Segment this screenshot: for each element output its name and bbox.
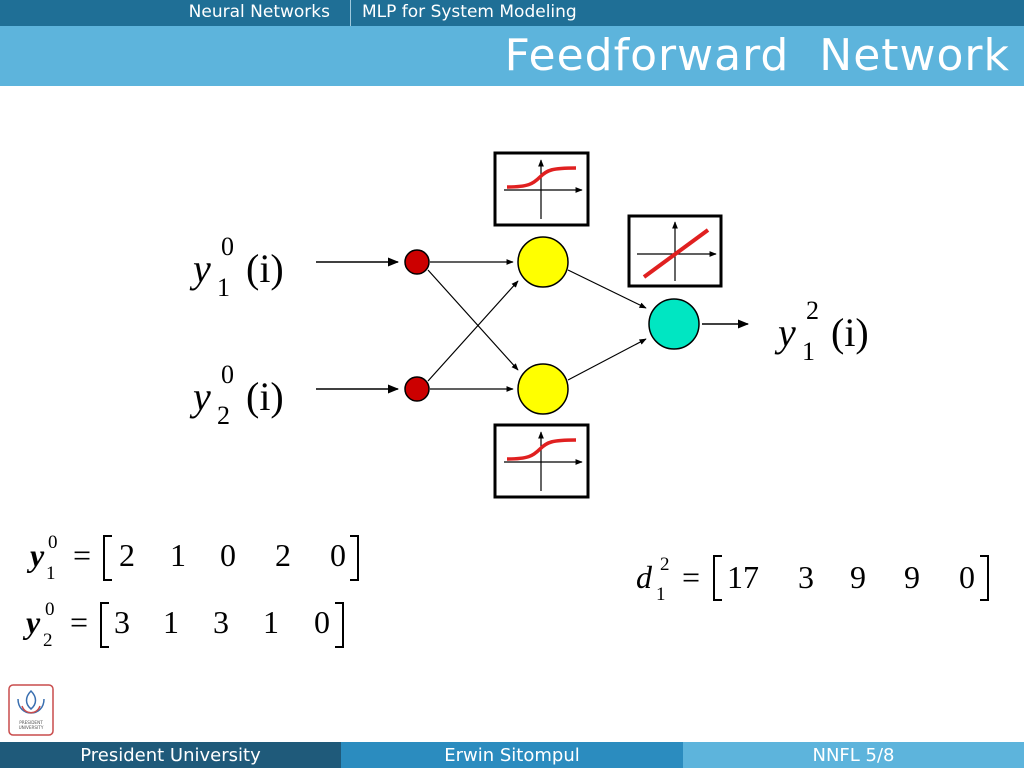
footer-page-number: NNFL 5/8 <box>683 742 1024 768</box>
vec3-val-2: 3 <box>798 559 814 595</box>
logo-text-1: PRESIDENT <box>19 720 43 725</box>
vec3-val-5: 0 <box>959 559 975 595</box>
vec2-val-2: 1 <box>163 604 179 640</box>
vec3-val-4: 9 <box>904 559 920 595</box>
sigmoid-activation-icon <box>493 423 590 499</box>
input2-arg: (i) <box>246 374 284 419</box>
vector-y2: y 0 2 = 3 1 3 1 0 <box>22 599 344 651</box>
vec1-val-4: 2 <box>275 537 291 573</box>
title-bar: Feedforward Network <box>0 26 1024 86</box>
vector-d1: d 2 1 = 17 3 9 9 0 <box>636 554 989 605</box>
input-label-2: y 0 2 (i) <box>189 360 284 430</box>
vec1-val-3: 0 <box>220 537 236 573</box>
vector-y1: y 0 1 = 2 1 0 2 0 <box>26 532 359 584</box>
input2-var: y <box>189 374 211 419</box>
input1-sub: 1 <box>217 273 230 302</box>
vec2-sup: 0 <box>45 599 55 620</box>
edge-i1-h2 <box>427 269 519 371</box>
hidden-node-2 <box>517 363 569 415</box>
vec3-eq: = <box>682 559 700 595</box>
sigmoid-activation-icon <box>493 151 590 227</box>
vec1-sup: 0 <box>48 532 58 553</box>
footer-author: Erwin Sitompul <box>341 742 683 768</box>
university-logo: PRESIDENT UNIVERSITY <box>8 684 54 736</box>
vec2-val-4: 1 <box>263 604 279 640</box>
vec2-sub: 2 <box>43 630 53 651</box>
input-label-1: y 0 1 (i) <box>189 232 284 302</box>
input-node-1 <box>404 249 430 275</box>
input1-arg: (i) <box>246 246 284 291</box>
vec1-eq: = <box>73 537 91 573</box>
hidden-node-1 <box>517 236 569 288</box>
input2-sup: 0 <box>221 360 234 389</box>
vec2-val-1: 3 <box>114 604 130 640</box>
input-node-2 <box>404 376 430 402</box>
output-node <box>648 298 700 350</box>
vec1-var: y <box>26 537 45 573</box>
vec2-eq: = <box>70 604 88 640</box>
vec2-val-3: 3 <box>213 604 229 640</box>
output-arg: (i) <box>831 310 869 355</box>
vec2-var: y <box>22 604 41 640</box>
section-neural-networks[interactable]: Neural Networks <box>188 2 330 22</box>
input1-sup: 0 <box>221 232 234 261</box>
output-sub: 1 <box>802 337 815 366</box>
top-navigation-bar: Neural Networks MLP for System Modeling <box>0 0 1024 26</box>
linear-activation-icon <box>627 214 723 288</box>
input2-sub: 2 <box>217 401 230 430</box>
section-mlp-system-modeling[interactable]: MLP for System Modeling <box>362 2 577 22</box>
slide-title: Feedforward Network <box>504 30 1010 81</box>
header-divider <box>350 0 351 26</box>
vec3-sub: 1 <box>656 584 666 605</box>
output-var: y <box>774 310 796 355</box>
edge-i2-h1 <box>427 280 519 382</box>
output-label: y 2 1 (i) <box>774 296 869 366</box>
vec3-val-1: 17 <box>727 559 759 595</box>
vec2-val-5: 0 <box>314 604 330 640</box>
network-diagram: y 0 1 (i) y 0 2 (i) y 2 1 (i) <box>22 151 989 651</box>
vec1-sub: 1 <box>46 563 56 584</box>
logo-text-2: UNIVERSITY <box>19 725 44 730</box>
vec3-sup: 2 <box>660 554 670 575</box>
output-sup: 2 <box>806 296 819 325</box>
vec1-val-5: 0 <box>330 537 346 573</box>
vec1-val-1: 2 <box>119 537 135 573</box>
footer-institution: President University <box>0 742 341 768</box>
vec3-var: d <box>636 559 653 595</box>
input1-var: y <box>189 246 211 291</box>
edge-h2-out <box>567 338 647 381</box>
edge-h1-out <box>567 269 647 309</box>
vec1-val-2: 1 <box>170 537 186 573</box>
footer-bar: President University Erwin Sitompul NNFL… <box>0 742 1024 768</box>
vec3-val-3: 9 <box>850 559 866 595</box>
